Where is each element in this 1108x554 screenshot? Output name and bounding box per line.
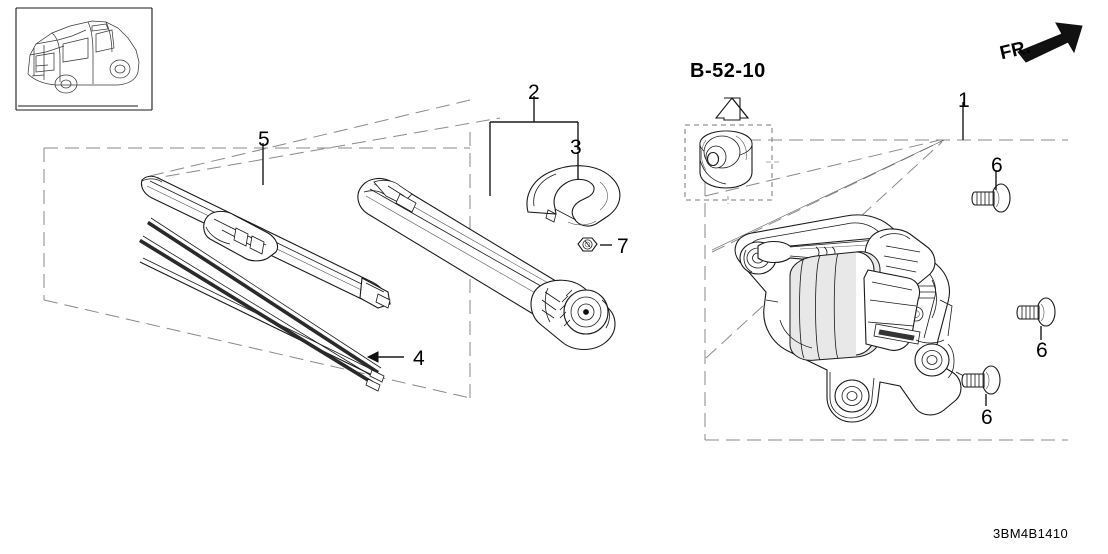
front-direction-arrow-icon bbox=[1017, 22, 1083, 63]
part-wiper-arm-nut bbox=[577, 237, 598, 252]
part-rear-wiper-blade bbox=[139, 175, 391, 392]
callout-6-bottom[interactable]: 6 bbox=[981, 406, 993, 429]
callout-7[interactable]: 7 bbox=[617, 235, 629, 258]
callout-leader-lines bbox=[262, 96, 1042, 406]
callout-1[interactable]: 1 bbox=[958, 89, 970, 112]
callout-4[interactable]: 4 bbox=[413, 347, 425, 370]
blade-group-boundary bbox=[43, 99, 501, 399]
part-rear-wiper-motor-assembly bbox=[734, 214, 973, 423]
part-motor-mounting-bolt-middle bbox=[1016, 297, 1056, 327]
callout-2[interactable]: 2 bbox=[528, 81, 540, 104]
grommet-detail-box bbox=[684, 97, 782, 204]
vehicle-thumbnail-frame bbox=[15, 7, 153, 111]
part-wiper-arm-cap bbox=[526, 165, 621, 227]
section-reference-label: B-52-10 bbox=[690, 60, 766, 82]
vehicle-outline-art bbox=[27, 20, 140, 94]
callout-6-top[interactable]: 6 bbox=[991, 154, 1003, 177]
part-rear-wiper-arm bbox=[357, 177, 616, 351]
part-motor-mounting-bolt-bottom bbox=[961, 365, 1001, 395]
drawing-number: 3BM4B1410 bbox=[993, 526, 1069, 541]
part-motor-mounting-bolt-top bbox=[971, 183, 1011, 213]
callout-3[interactable]: 3 bbox=[570, 136, 582, 159]
callout-6-middle[interactable]: 6 bbox=[1036, 339, 1048, 362]
callout-5[interactable]: 5 bbox=[258, 128, 270, 151]
